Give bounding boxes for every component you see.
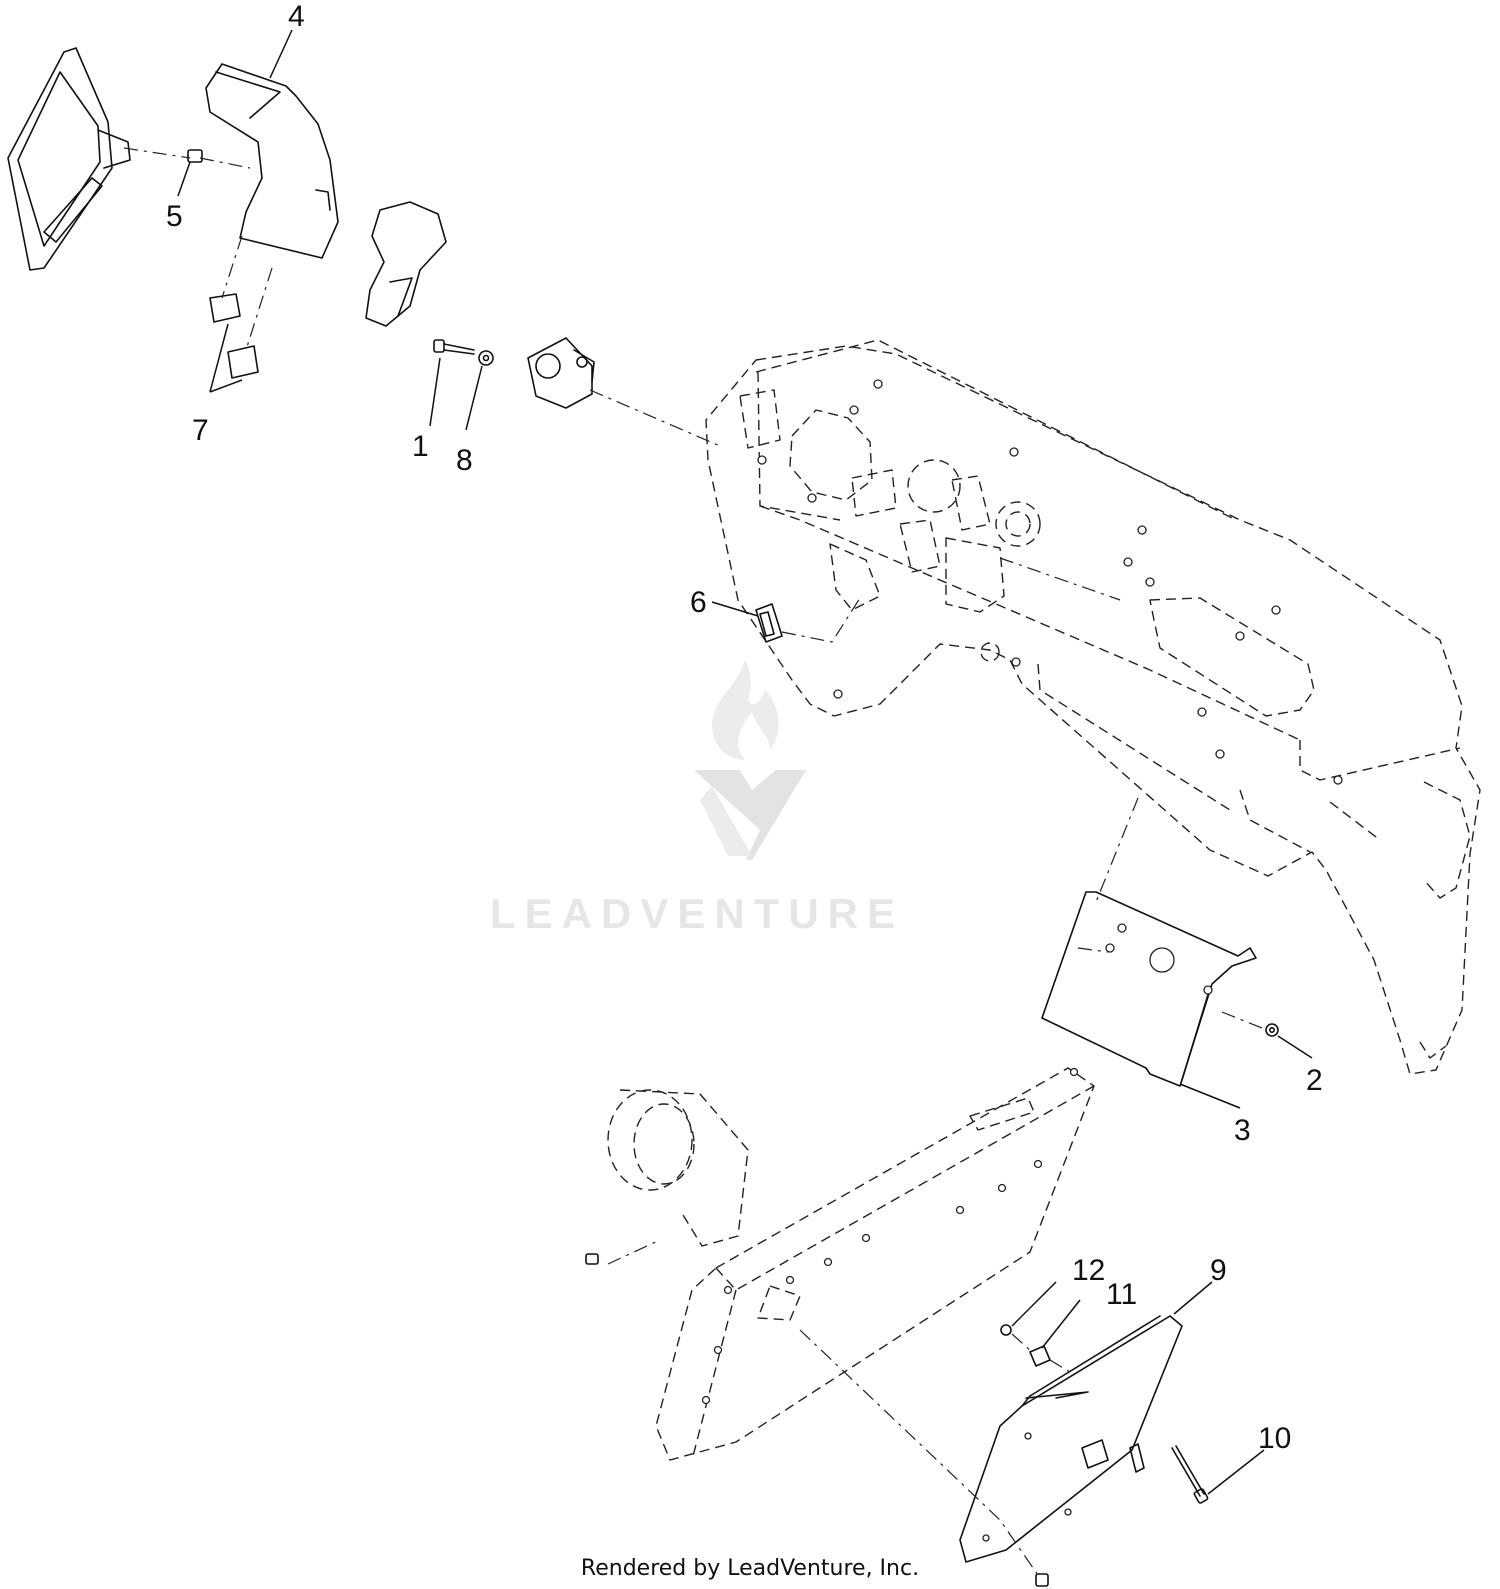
axis-line-switch <box>781 597 861 643</box>
bolt-lower <box>1035 1573 1049 1587</box>
axis-line-console <box>999 557 1121 601</box>
callout-3: 3 <box>1234 1114 1251 1147</box>
display-bezel <box>205 63 339 259</box>
mount-hub <box>365 201 447 327</box>
callout-11: 11 <box>1106 1278 1137 1311</box>
callout-4: 4 <box>288 0 305 33</box>
nut-2 <box>1265 1023 1279 1037</box>
axis-line-hub <box>589 389 721 447</box>
callout-1: 1 <box>412 430 429 463</box>
axis-line-clamp <box>607 1239 661 1265</box>
callout-9: 9 <box>1210 1254 1227 1287</box>
axis-line-decal <box>221 235 273 351</box>
spacer-11 <box>1029 1345 1051 1367</box>
pivot-bracket <box>527 337 595 409</box>
watermark-logo-icon <box>694 660 806 860</box>
watermark-brand: LEADVENTURE <box>490 890 904 937</box>
callout-5: 5 <box>166 200 183 233</box>
bolt-1 <box>433 339 475 355</box>
clamp-screw <box>585 1253 599 1265</box>
axis-line-bracket <box>1077 797 1263 1029</box>
axis-line-display <box>123 147 251 169</box>
callout-2: 2 <box>1306 1064 1323 1097</box>
cable-clamp <box>607 1089 749 1247</box>
callout-6: 6 <box>690 586 707 619</box>
callout-12: 12 <box>1072 1254 1105 1287</box>
display-monitor <box>7 47 131 271</box>
switch-6 <box>755 603 783 643</box>
callout-7: 7 <box>192 414 209 447</box>
console-housing <box>705 339 1481 1075</box>
cover-plate-9 <box>959 1315 1183 1563</box>
screw-5 <box>187 149 203 163</box>
nut-12 <box>1000 1324 1012 1336</box>
callout-10: 10 <box>1258 1422 1291 1455</box>
callout-8: 8 <box>456 444 473 477</box>
footer-credit: Rendered by LeadVenture, Inc. <box>580 1556 920 1581</box>
axis-line-cover <box>799 1329 1071 1579</box>
leader-lines <box>177 29 1313 1495</box>
lower-frame <box>655 1067 1095 1461</box>
bracket-3 <box>1041 891 1257 1087</box>
watermark: LEADVENTURE <box>490 660 904 937</box>
bolt-10 <box>1171 1445 1209 1504</box>
decal-7 <box>209 293 259 379</box>
washer-8 <box>478 350 494 366</box>
